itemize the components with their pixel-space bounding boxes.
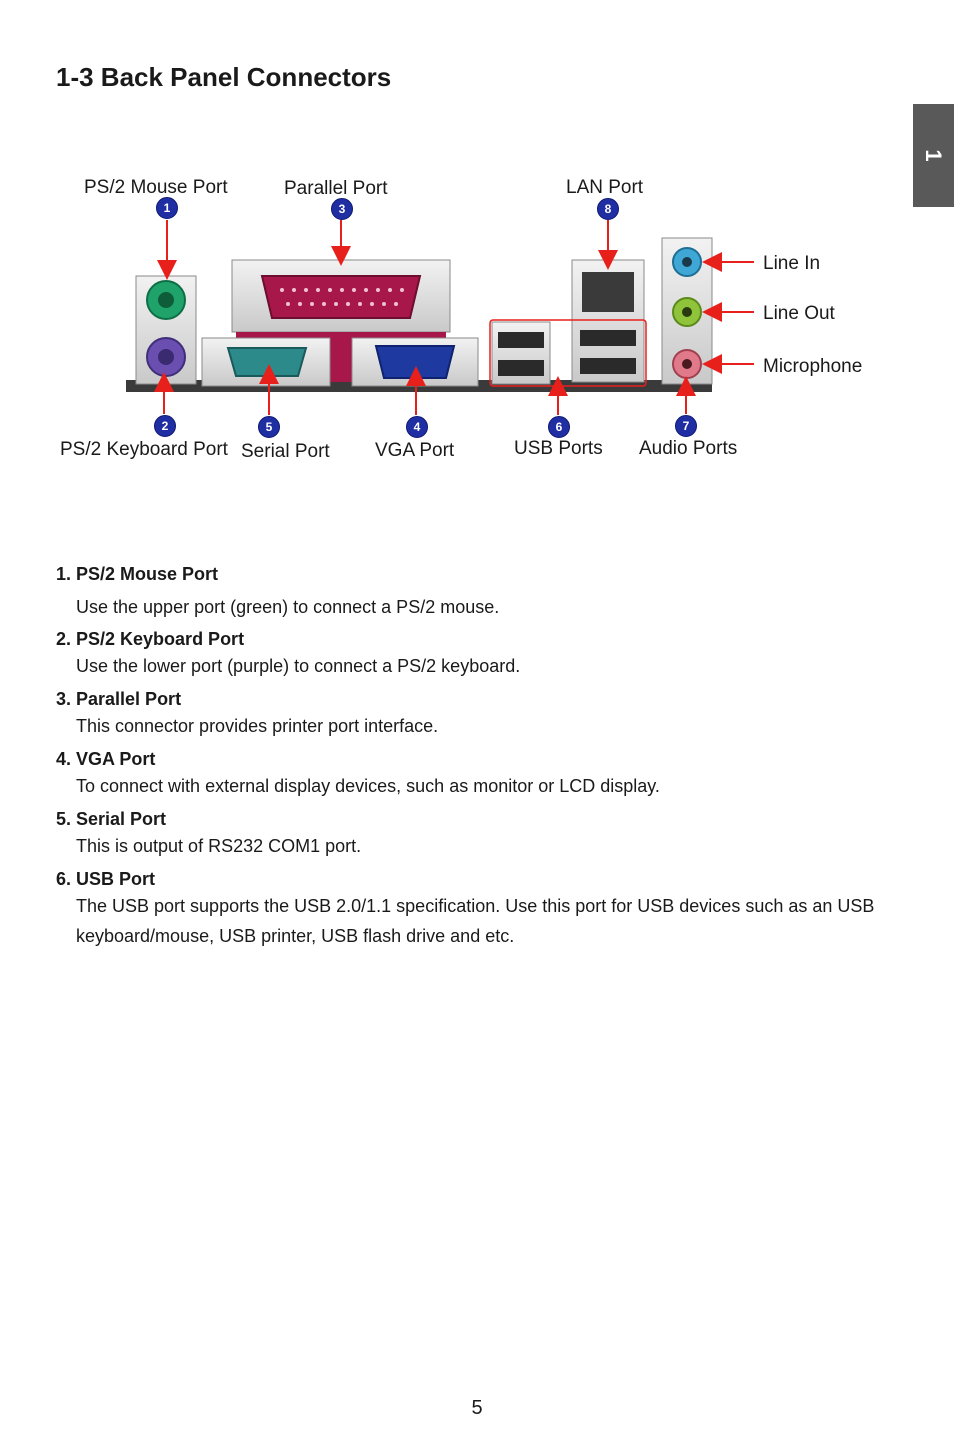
label-ps2-mouse: PS/2 Mouse Port xyxy=(84,177,228,198)
label-line-out: Line Out xyxy=(763,303,835,324)
label-ps2-keyboard: PS/2 Keyboard Port xyxy=(60,439,228,460)
serial-port xyxy=(226,347,308,377)
section-title: 2. PS/2 Keyboard Port xyxy=(56,629,245,649)
vga-connector xyxy=(351,337,479,387)
section-body: This is output of RS232 COM1 port. xyxy=(76,836,362,856)
badge-8: 8 xyxy=(597,198,619,220)
section-title: 4. VGA Port xyxy=(56,749,156,769)
section-title: 6. USB Port xyxy=(56,869,156,889)
section-title: 1. PS/2 Mouse Port xyxy=(56,564,219,584)
usb-port-1 xyxy=(498,332,544,348)
ps2-connector-stack xyxy=(135,275,197,385)
label-usb: USB Ports xyxy=(514,438,603,459)
label-vga: VGA Port xyxy=(375,440,455,461)
badge-1: 1 xyxy=(156,197,178,219)
section-ps2-mouse: 1. PS/2 Mouse Port Use the upper port (g… xyxy=(56,562,916,622)
section-body: Use the lower port (purple) to connect a… xyxy=(76,656,521,676)
label-parallel: Parallel Port xyxy=(284,178,388,199)
section-body: The USB port supports the USB 2.0/1.1 sp… xyxy=(76,896,875,946)
badge-6: 6 xyxy=(548,416,570,438)
section-usb: 6. USB Port The USB port supports the US… xyxy=(56,867,916,951)
section-parallel: 3. Parallel Port This connector provides… xyxy=(56,687,916,741)
usb-port-2 xyxy=(498,360,544,376)
section-vga: 4. VGA Port To connect with external dis… xyxy=(56,747,916,801)
badge-5: 5 xyxy=(258,416,280,438)
label-line-in: Line In xyxy=(763,253,821,274)
section-serial: 5. Serial Port This is output of RS232 C… xyxy=(56,807,916,861)
section-body: Use the upper port (green) to connect a … xyxy=(76,597,500,617)
back-panel-illustration xyxy=(126,220,754,415)
section-body: To connect with external display devices… xyxy=(76,776,660,796)
back-panel-diagram: PS/2 Mouse Port Parallel Port LAN Port L… xyxy=(0,160,954,480)
usb-lan-stack xyxy=(489,259,647,387)
badge-3: 3 xyxy=(331,198,353,220)
connector-descriptions: 1. PS/2 Mouse Port Use the upper port (g… xyxy=(56,562,916,951)
label-lan: LAN Port xyxy=(566,177,644,198)
label-audio: Audio Ports xyxy=(639,438,738,459)
label-serial: Serial Port xyxy=(241,441,330,462)
section-ps2-keyboard: 2. PS/2 Keyboard Port Use the lower port… xyxy=(56,627,916,681)
parallel-port xyxy=(260,275,422,319)
serial-connector xyxy=(201,337,331,387)
badge-4: 4 xyxy=(406,416,428,438)
label-microphone: Microphone xyxy=(763,356,863,377)
page-title: 1-3 Back Panel Connectors xyxy=(56,62,392,92)
section-title: 3. Parallel Port xyxy=(56,689,182,709)
usb-port-3 xyxy=(580,330,636,346)
usb-highlight-box xyxy=(489,319,647,387)
section-title: 5. Serial Port xyxy=(56,809,167,829)
badge-7: 7 xyxy=(675,415,697,437)
lan-port xyxy=(582,272,634,312)
page-number: 5 xyxy=(471,1397,483,1419)
audio-stack xyxy=(661,237,713,385)
vga-port xyxy=(374,345,456,379)
chapter-tab: 1 xyxy=(913,104,954,207)
badge-2: 2 xyxy=(154,415,176,437)
section-body: This connector provides printer port int… xyxy=(76,716,439,736)
usb-port-4 xyxy=(580,358,636,374)
